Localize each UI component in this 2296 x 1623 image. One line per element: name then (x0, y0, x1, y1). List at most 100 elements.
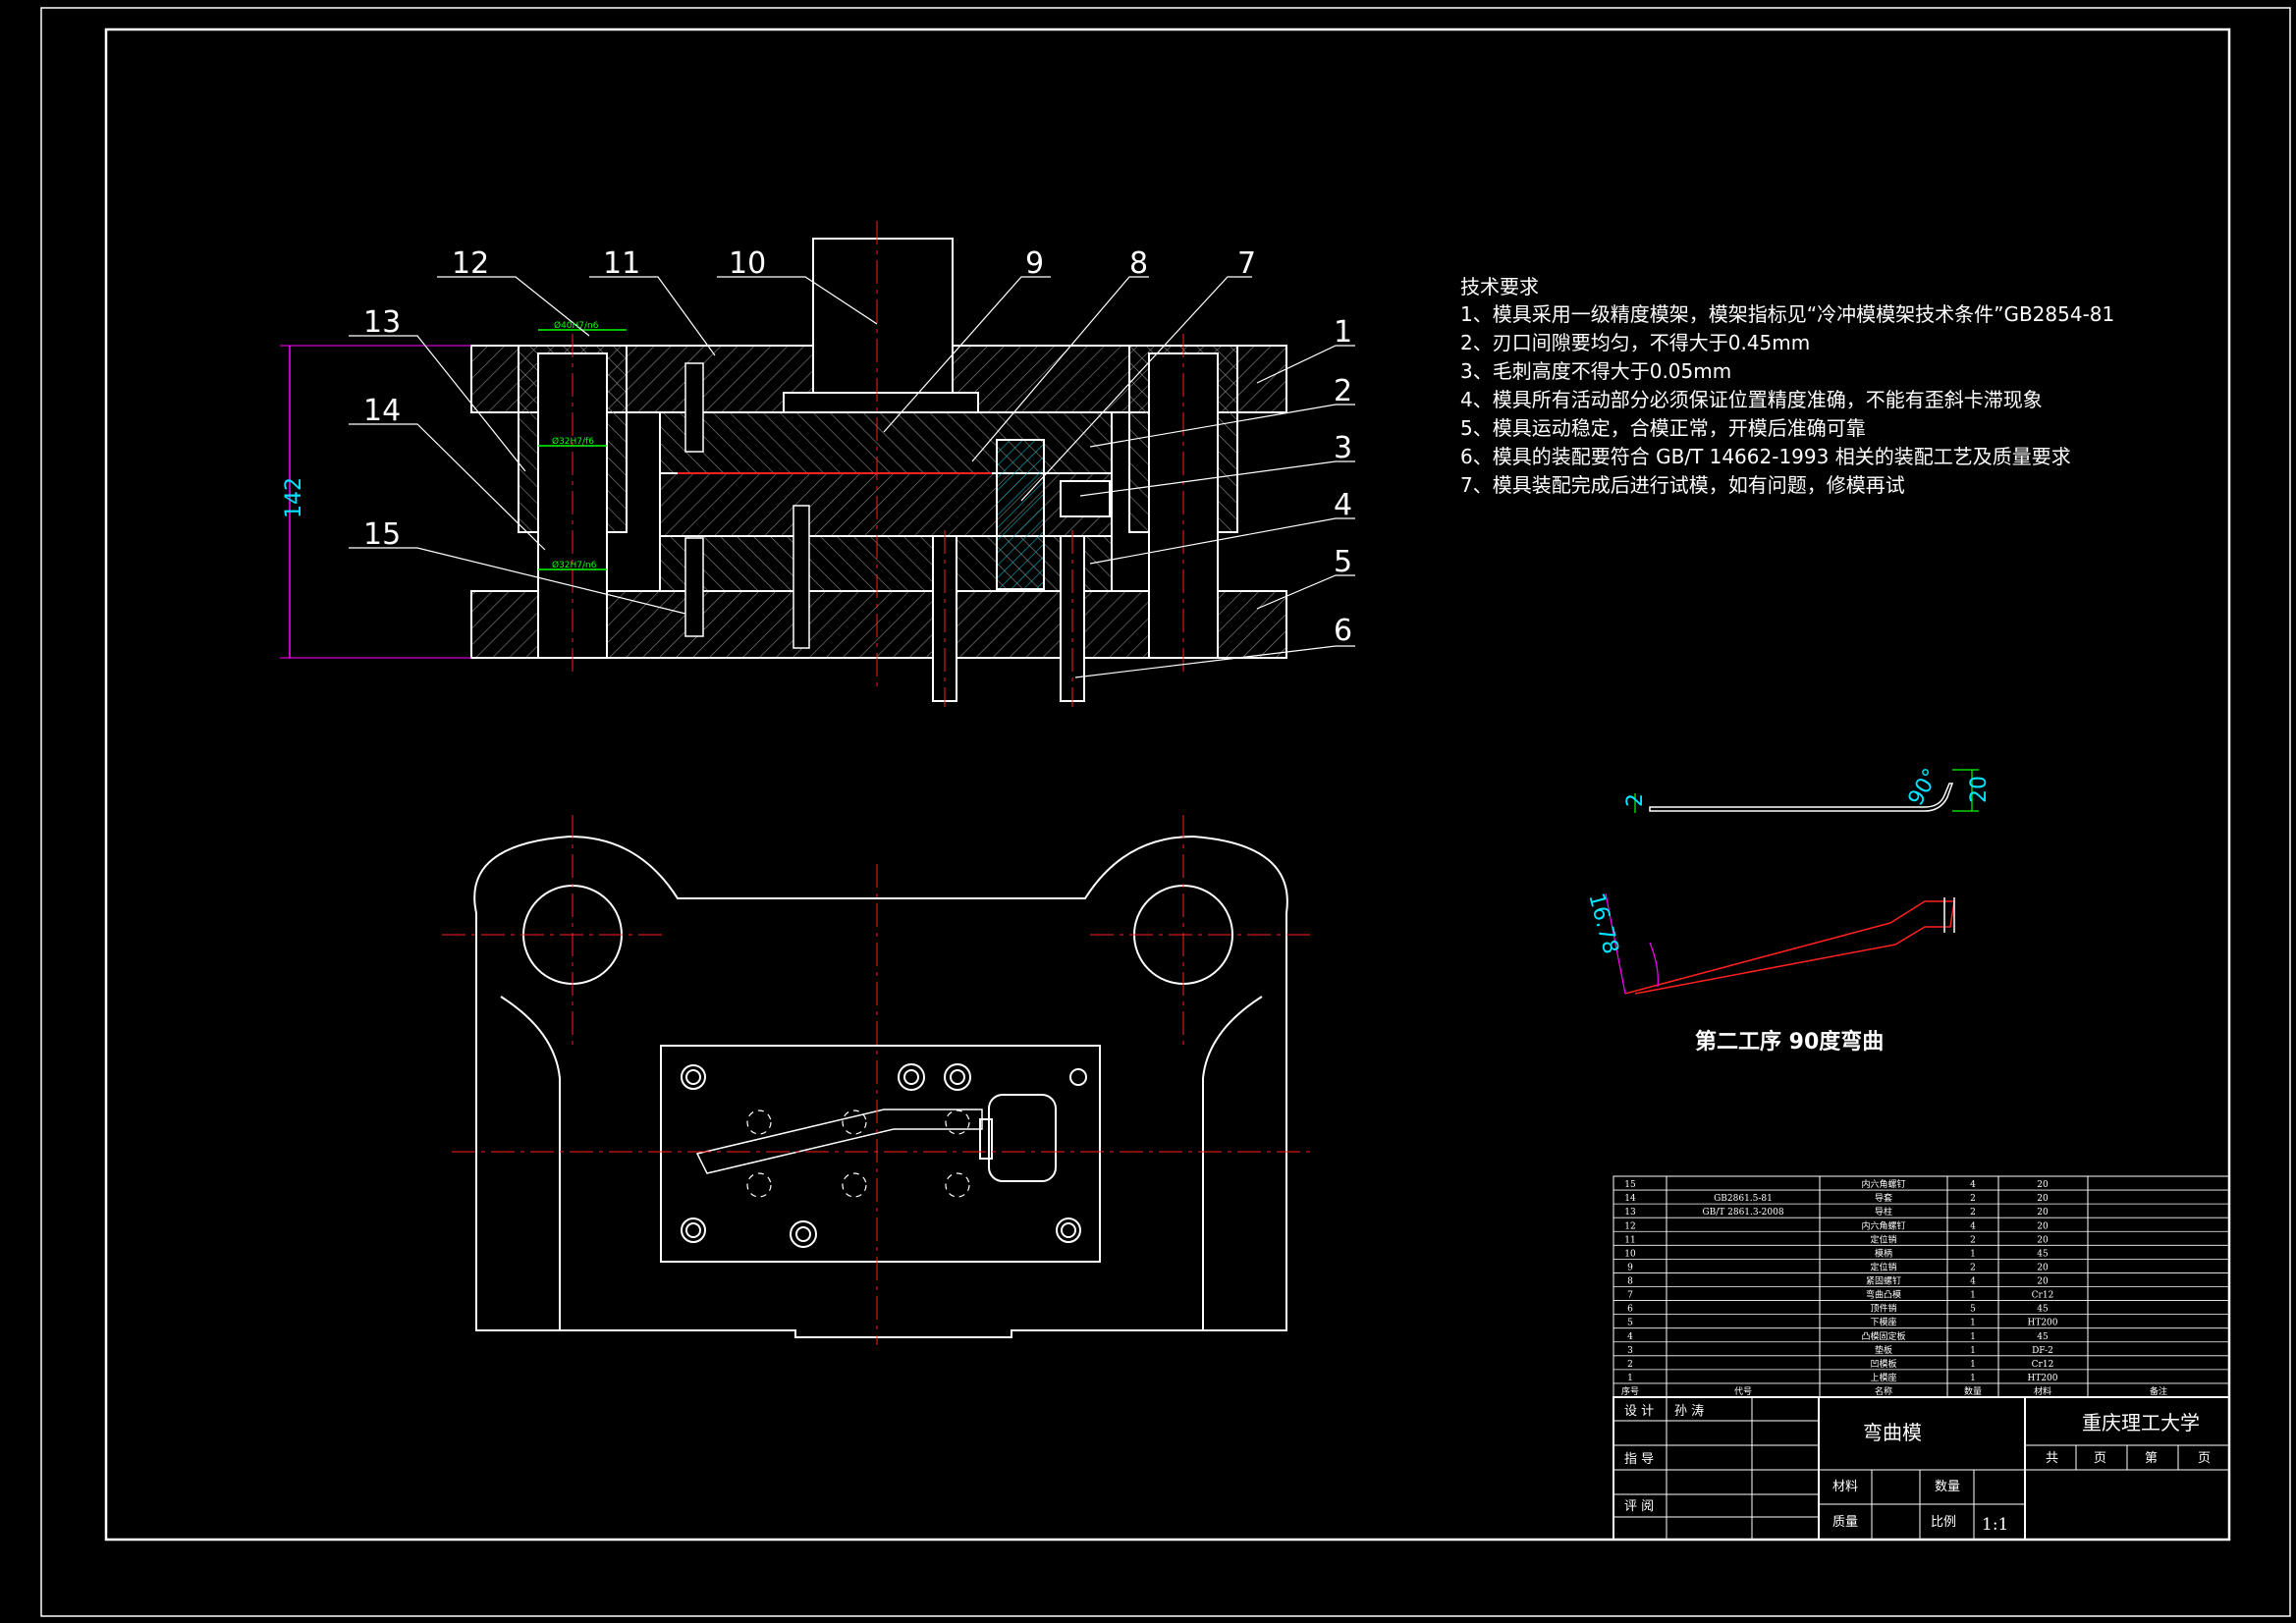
bom-header-qty: 数量 (1964, 1385, 1982, 1397)
dim-height-142: 142 (282, 477, 306, 518)
bom-cell-qty: 1 (1970, 1374, 1976, 1383)
bom-cell-material: 45 (2037, 1305, 2049, 1315)
bom-cell-no: 8 (1627, 1277, 1633, 1287)
label-7: 7 (1237, 246, 1256, 281)
bom-cell-name: 凹模板 (1870, 1358, 1896, 1370)
plan-view (473, 835, 1288, 1338)
bom-cell-qty: 1 (1970, 1249, 1976, 1259)
bom-cell-qty: 2 (1970, 1208, 1976, 1217)
bom-cell-no: 3 (1627, 1346, 1633, 1356)
bom-cell-no: 2 (1627, 1360, 1633, 1370)
bom-cell-name: 凸模固定板 (1861, 1330, 1905, 1342)
bom-cell-no: 1 (1627, 1374, 1633, 1383)
label-8: 8 (1129, 246, 1148, 281)
label-2: 2 (1334, 374, 1352, 408)
bom-cell-qty: 5 (1970, 1305, 1976, 1315)
bom-cell-name: 垫板 (1875, 1344, 1892, 1356)
section-view (280, 221, 1355, 707)
bom-cell-no: 4 (1627, 1332, 1633, 1342)
label-3: 3 (1334, 431, 1352, 465)
guide-label: 指 导 (1624, 1452, 1654, 1467)
bom-header-note: 备注 (2150, 1385, 2167, 1397)
outer-frame (40, 7, 2291, 1617)
bom-header-no: 序号 (1621, 1385, 1639, 1397)
bom-cell-material: HT200 (2027, 1374, 2057, 1383)
bom-cell-qty: 4 (1970, 1277, 1976, 1287)
bom-cell-name: 定位销 (1870, 1233, 1896, 1245)
bom-cell-qty: 1 (1970, 1319, 1976, 1328)
page-unit-1: 页 (2094, 1451, 2106, 1466)
designer-label: 设 计 (1624, 1404, 1654, 1419)
label-13: 13 (363, 305, 401, 340)
bom-cell-no: 10 (1624, 1249, 1636, 1259)
section-labels: 12 11 10 9 8 7 13 14 15 1 2 3 4 5 6 (363, 246, 1352, 648)
bom-header-name: 名称 (1875, 1385, 1892, 1397)
plan-centerlines (442, 815, 1316, 1345)
tech-item-2: 2、刃口间隙要均匀，不得大于0.45mm (1460, 331, 1810, 354)
bom-cell-qty: 1 (1970, 1360, 1976, 1370)
fit-mid: Ø32H7/f6 (552, 436, 594, 447)
bom-cell-material: 20 (2037, 1277, 2049, 1287)
bom-cell-material: DF-2 (2032, 1346, 2053, 1356)
label-11: 11 (603, 246, 640, 281)
bom-cell-no: 12 (1624, 1221, 1635, 1231)
bom-cell-material: 20 (2037, 1180, 2049, 1190)
bom-cell-name: 模柄 (1875, 1247, 1892, 1259)
bom-cell-no: 9 (1627, 1263, 1633, 1272)
bom-cell-qty: 2 (1970, 1235, 1976, 1245)
school-name: 重庆理工大学 (2082, 1411, 2200, 1434)
drawing-name: 弯曲模 (1863, 1421, 1922, 1444)
label-9: 9 (1025, 246, 1044, 281)
bom-cell-no: 15 (1624, 1180, 1636, 1190)
bom-cell-material: 20 (2037, 1208, 2049, 1217)
part-caption: 第二工序 90度弯曲 (1695, 1029, 1884, 1055)
bom-cell-material: 45 (2037, 1332, 2049, 1342)
tech-item-5: 5、模具运动稳定，合模正常，开模后准确可靠 (1460, 416, 1866, 440)
designer-name: 孙 涛 (1674, 1403, 1704, 1419)
tech-item-7: 7、模具装配完成后进行试模，如有问题，修模再试 (1460, 473, 1905, 497)
bom-cell-name: 定位销 (1870, 1261, 1896, 1272)
bom-cell-name: 紧固螺钉 (1866, 1276, 1901, 1287)
bom-cell-qty: 4 (1970, 1180, 1976, 1190)
label-1: 1 (1334, 315, 1352, 350)
bom-cell-name: 弯曲凸模 (1866, 1289, 1901, 1301)
inner-frame (104, 27, 2231, 1542)
bom-cell-name: 内六角螺钉 (1861, 1219, 1905, 1231)
material-label: 材料 (1832, 1480, 1858, 1494)
page-unit-2: 页 (2198, 1451, 2211, 1466)
bom-cell-qty: 2 (1970, 1263, 1976, 1272)
bom-cell-material: Cr12 (2032, 1291, 2054, 1301)
bom-cell-name: 导柱 (1875, 1206, 1892, 1217)
bom-cell-name: 顶件销 (1870, 1303, 1896, 1315)
bom-cell-material: 20 (2037, 1194, 2049, 1204)
plan-view-dashed (746, 1109, 970, 1198)
part-dim-height: 20 (1967, 776, 1992, 803)
bom-cell-no: 14 (1624, 1194, 1636, 1204)
bom-cell-no: 6 (1627, 1305, 1633, 1315)
bom-cell-code: GB/T 2861.3-2008 (1702, 1208, 1783, 1217)
tech-requirements: 技术要求 1、模具采用一级精度模架，模架指标见“冷冲模模架技术条件”GB2854… (1460, 275, 2114, 497)
fit-bottom: Ø32H7/n6 (552, 560, 597, 570)
fit-top: Ø40H7/n6 (554, 320, 599, 331)
bom-cell-name: 内六角螺钉 (1861, 1178, 1905, 1190)
label-14: 14 (363, 394, 401, 428)
bom-cell-no: 13 (1624, 1208, 1636, 1217)
bom-cell-code: GB2861.5-81 (1714, 1194, 1773, 1204)
bom-cell-qty: 2 (1970, 1194, 1976, 1204)
label-15: 15 (363, 517, 401, 552)
part-drawing (1605, 769, 1979, 995)
label-4: 4 (1334, 488, 1352, 522)
label-5: 5 (1334, 545, 1352, 579)
bom-cell-material: 20 (2037, 1235, 2049, 1245)
bom-cell-qty: 4 (1970, 1221, 1976, 1231)
bom-cell-material: HT200 (2027, 1319, 2057, 1328)
bom-cell-qty: 1 (1970, 1346, 1976, 1356)
label-10: 10 (729, 246, 766, 281)
bom-cell-material: 20 (2037, 1263, 2049, 1272)
bom-cell-qty: 1 (1970, 1332, 1976, 1342)
bom-header-material: 材料 (2034, 1385, 2051, 1397)
bom-cell-no: 11 (1624, 1235, 1635, 1245)
